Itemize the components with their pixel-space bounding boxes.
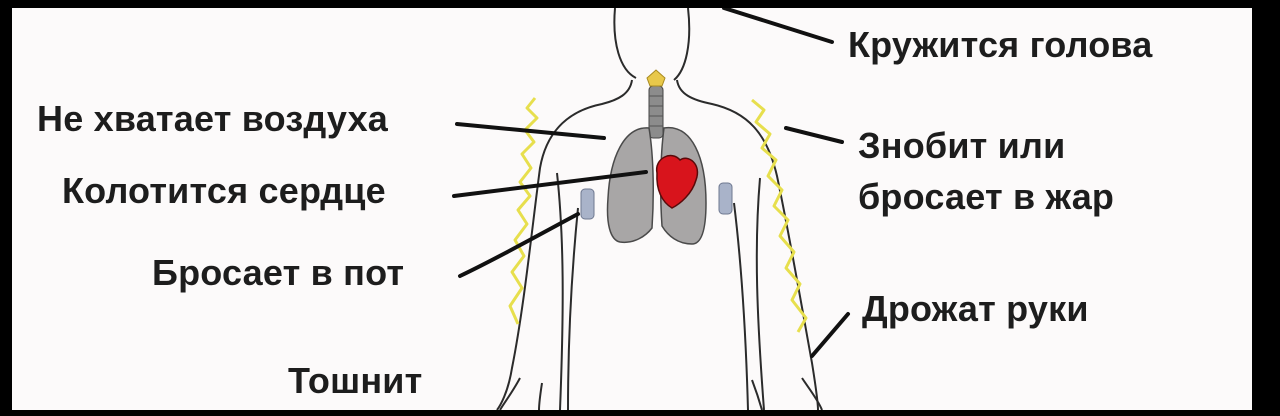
label-dizzy: Кружится голова [848, 24, 1153, 65]
label-short-of-breath: Не хватает воздуха [37, 98, 389, 139]
label-chills-line1: Знобит или [858, 125, 1066, 166]
label-heart-pounding: Колотится сердце [62, 170, 386, 211]
leader-lines [452, 8, 850, 358]
heart-organ [656, 154, 699, 209]
body-outline [496, 8, 823, 410]
tremor-lines [508, 97, 808, 333]
label-trembling-hands: Дрожат руки [862, 288, 1089, 329]
label-chills-line2: бросает в жар [858, 176, 1115, 217]
trachea [646, 69, 666, 139]
right-gland [718, 182, 733, 215]
body-illustration [452, 8, 850, 410]
label-sweating: Бросает в пот [152, 252, 405, 293]
label-nausea: Тошнит [288, 360, 423, 401]
left-lung [606, 127, 654, 244]
left-gland [580, 188, 595, 220]
diagram-panel: Кружится голова Не хватает воздуха Колот… [12, 8, 1252, 410]
